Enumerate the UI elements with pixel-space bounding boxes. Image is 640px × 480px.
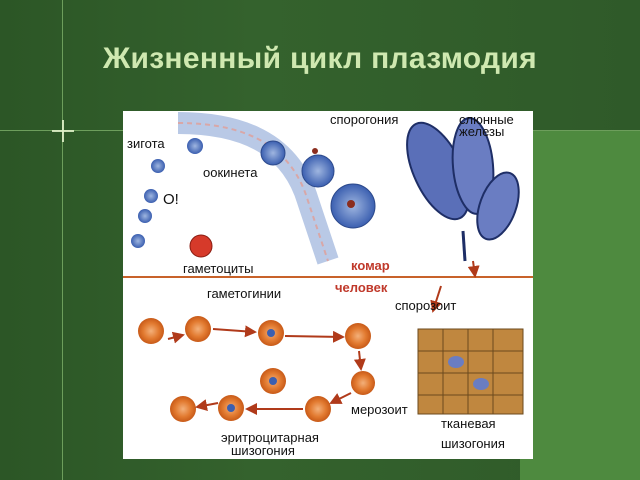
label-salivary-2: железы <box>459 124 505 139</box>
label-sporogony: спорогония <box>330 112 399 127</box>
label-human: человек <box>335 280 388 295</box>
label-ookinete: оокинета <box>203 165 258 180</box>
label-o-mark: О! <box>163 191 179 208</box>
label-gametocytes: гаметоциты <box>183 261 254 276</box>
slide-vertical-line <box>62 0 63 480</box>
label-erythro-2: шизогония <box>231 443 295 458</box>
life-cycle-diagram: спорогония слюнные железы зигота оокинет… <box>123 111 533 459</box>
salivary-glands <box>406 117 520 262</box>
tissue-block <box>417 328 524 415</box>
oocyst-1 <box>260 140 286 166</box>
label-salivary-1: слюнные <box>459 112 514 127</box>
oocyst-2 <box>301 154 335 188</box>
ookinete-cell <box>187 138 203 154</box>
gametocyte-cell <box>189 234 213 258</box>
diagram-drawing <box>123 112 533 422</box>
slide-accent-panel <box>520 130 640 480</box>
label-erythro-1: эритроцитарная <box>221 430 319 445</box>
label-mosquito: комар <box>351 258 390 273</box>
label-merozoite: мерозоит <box>351 402 408 417</box>
erythrocyte-ring <box>138 316 375 422</box>
label-zygote: зигота <box>127 136 165 151</box>
cycle-arrows <box>167 260 480 415</box>
label-gametogony: гаметогинии <box>207 286 282 301</box>
label-tissue-2: шизогония <box>441 436 505 451</box>
sparkle-icon <box>52 120 74 142</box>
zygote-stages <box>131 138 213 258</box>
label-tissue-1: тканевая <box>441 416 496 431</box>
slide-title: Жизненный цикл плазмодия <box>103 42 537 75</box>
label-sporozoite: спорозоит <box>395 298 457 313</box>
